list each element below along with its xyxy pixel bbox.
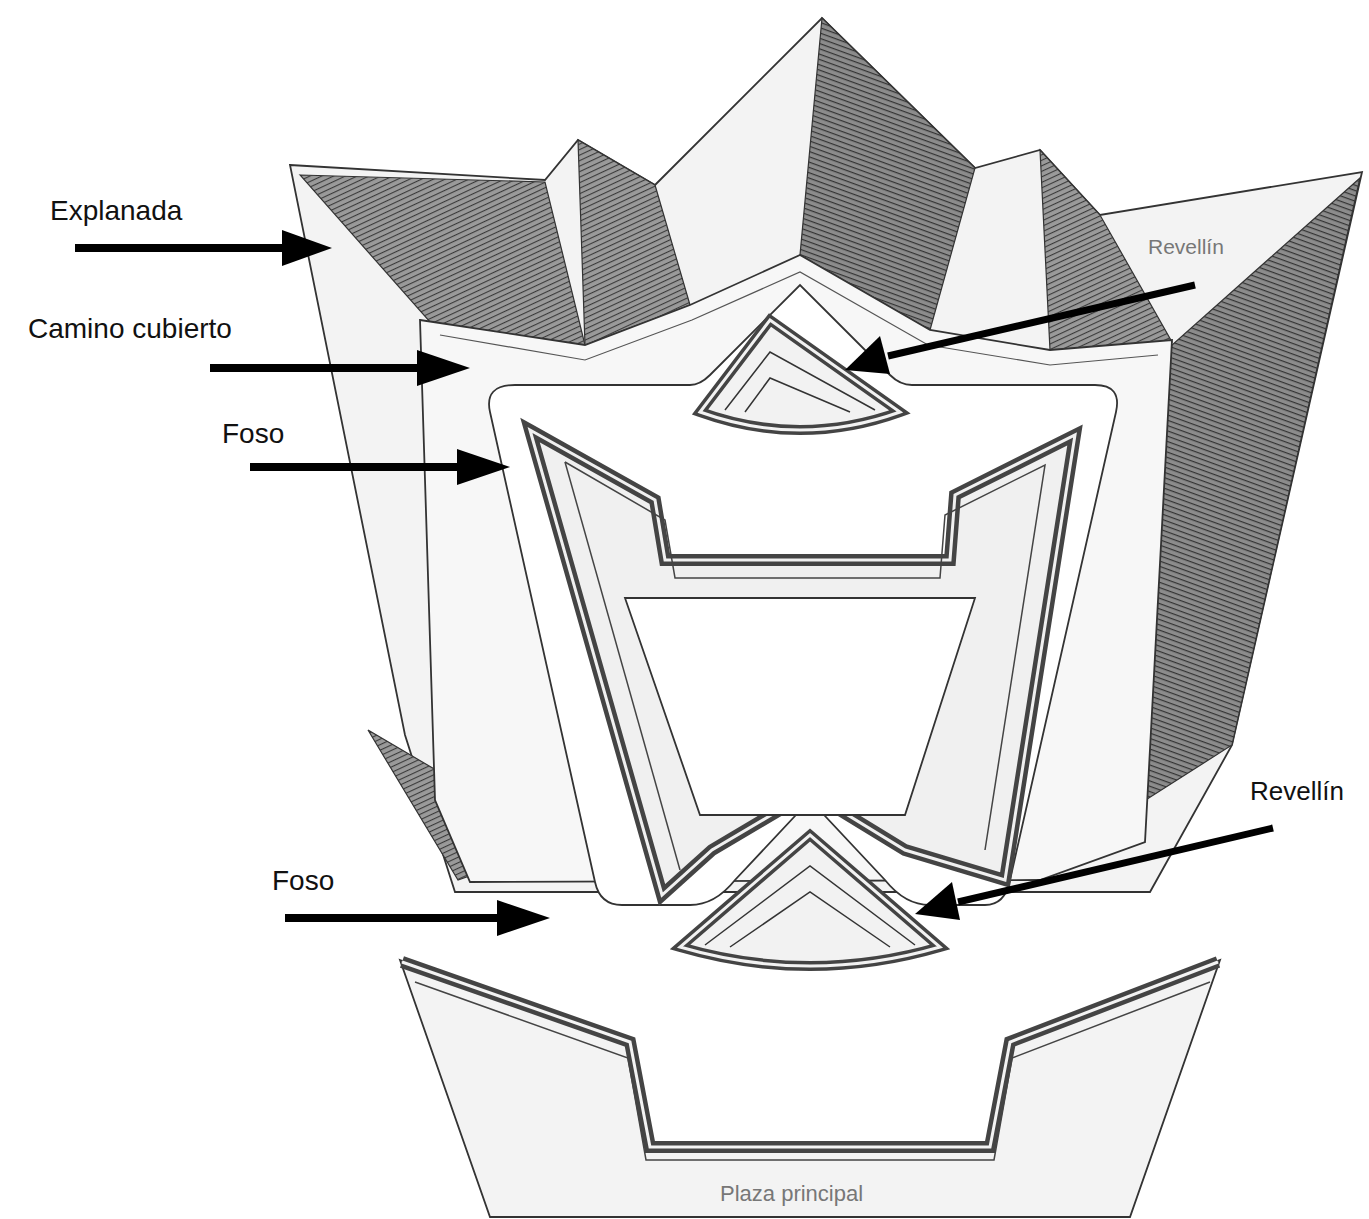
leader-arrow — [75, 244, 290, 252]
ravelin — [700, 320, 900, 430]
bastion-inner-line — [565, 462, 1045, 850]
leader-arrow — [888, 285, 1195, 356]
part-label: Revellín — [1250, 778, 1344, 804]
leader-arrow — [285, 914, 505, 922]
leader-arrow — [210, 364, 425, 372]
part-label: Explanada — [50, 197, 182, 225]
leader-arrows — [75, 230, 1273, 936]
part-label: Foso — [222, 420, 284, 448]
part-label: Revellín — [1148, 236, 1224, 257]
rampart-line — [415, 982, 1210, 1160]
arrow-head — [457, 449, 510, 485]
ravelin-line — [745, 378, 850, 412]
arrow-head — [497, 900, 550, 936]
leader-arrow — [958, 828, 1273, 902]
ditch — [489, 285, 1117, 905]
part-label: Plaza principal — [720, 1183, 863, 1205]
arrow-head — [282, 230, 332, 266]
ravelin — [680, 835, 940, 966]
main-square-area — [625, 598, 975, 815]
ravelin — [700, 320, 900, 430]
arrow-head — [915, 882, 960, 920]
ravelin-line — [730, 892, 890, 947]
ravelin-line — [705, 866, 915, 945]
part-label: Camino cubierto — [28, 315, 232, 343]
rampart-band — [402, 962, 1218, 1147]
arrow-head — [845, 336, 890, 374]
rampart-band — [402, 962, 1218, 1147]
bastion-front — [400, 960, 1220, 1217]
bastion-front — [530, 430, 1075, 895]
ravelin — [680, 835, 940, 966]
ravelin-line — [725, 352, 875, 410]
arrow-head — [417, 350, 470, 386]
leader-arrow — [250, 463, 465, 471]
bastion-front — [530, 430, 1075, 895]
part-label: Foso — [272, 867, 334, 895]
glacis-slope — [300, 175, 585, 345]
